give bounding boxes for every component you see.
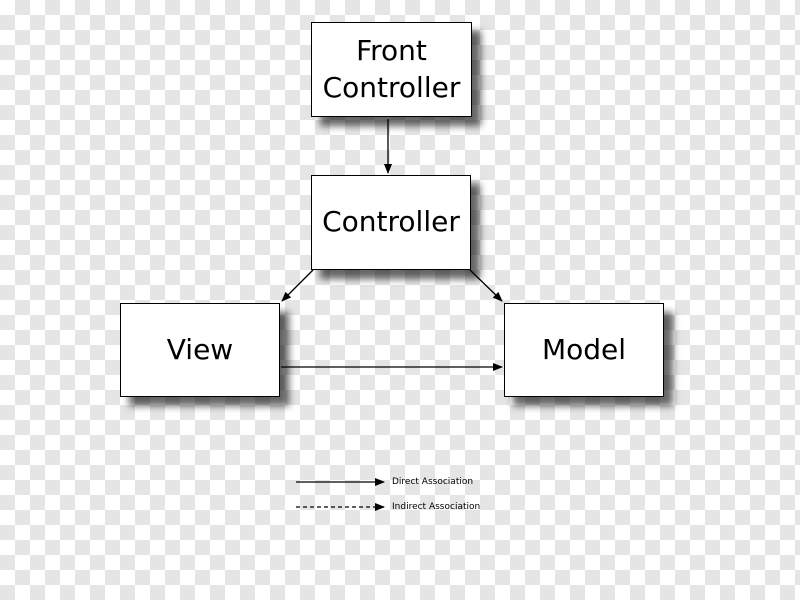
edge-controller-to-view xyxy=(281,269,314,302)
controller-node: Controller xyxy=(311,175,471,270)
edge-controller-to-model xyxy=(469,269,503,302)
view-node: View xyxy=(120,303,280,397)
legend-direct-label: Direct Association xyxy=(392,477,474,487)
front-controller-node: Front Controller xyxy=(311,22,472,117)
model-node: Model xyxy=(504,303,664,397)
legend-indirect-label: Indirect Association xyxy=(392,502,481,512)
